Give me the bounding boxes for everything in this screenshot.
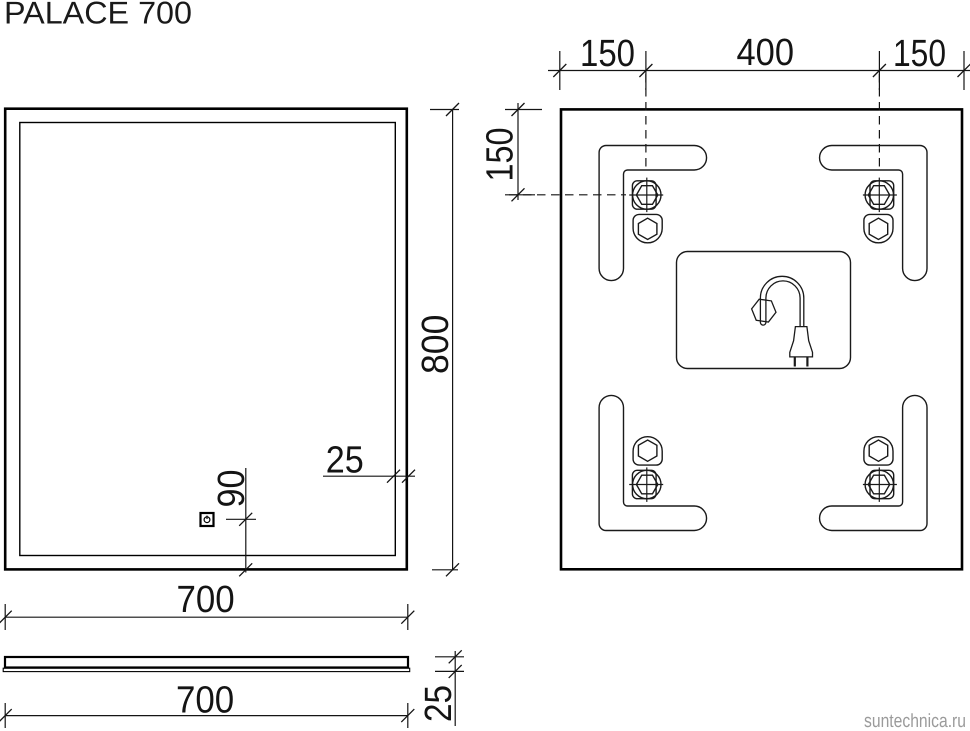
svg-text:25: 25 xyxy=(418,685,460,722)
svg-text:150: 150 xyxy=(893,33,946,75)
svg-text:800: 800 xyxy=(415,315,457,374)
svg-text:25: 25 xyxy=(326,440,364,482)
svg-text:150: 150 xyxy=(480,128,522,182)
svg-text:PALACE 700: PALACE 700 xyxy=(4,0,192,31)
svg-text:700: 700 xyxy=(176,679,234,721)
svg-text:suntechnica.ru: suntechnica.ru xyxy=(864,711,966,731)
svg-text:700: 700 xyxy=(177,579,235,621)
svg-text:150: 150 xyxy=(580,33,635,75)
svg-text:400: 400 xyxy=(737,32,795,74)
svg-text:90: 90 xyxy=(211,470,253,508)
